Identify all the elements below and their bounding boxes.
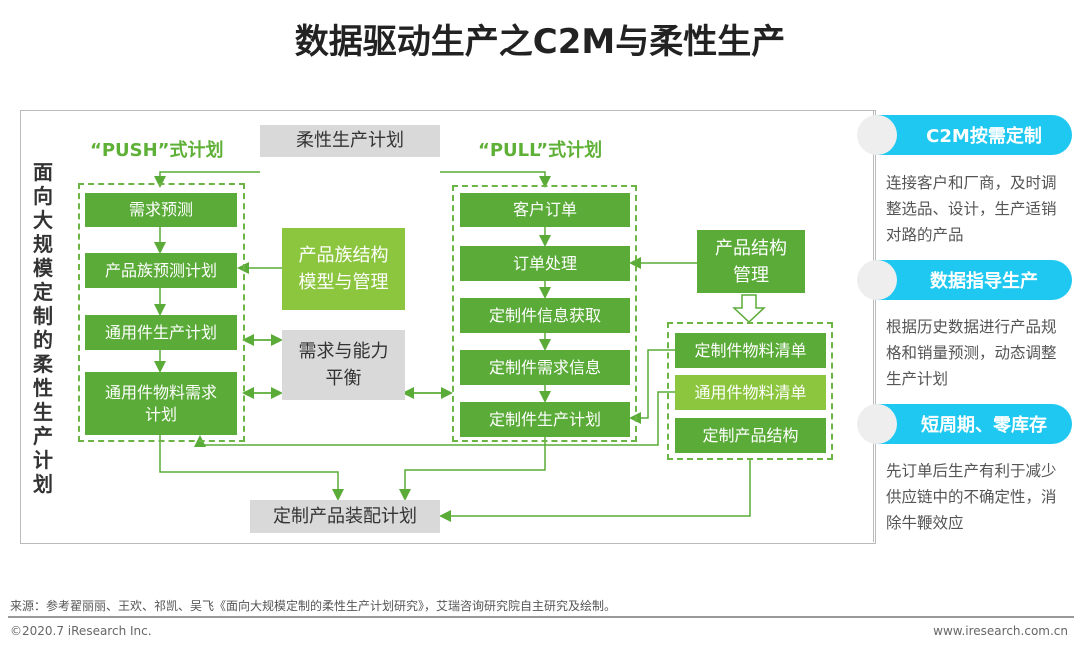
circle-icon — [857, 260, 897, 300]
assembly-plan-box: 定制产品装配计划 — [250, 500, 440, 533]
push-step: 通用件生产计划 — [85, 315, 237, 350]
footer-divider — [8, 616, 1074, 618]
pull-step: 客户订单 — [460, 193, 630, 227]
pull-label: “PULL”式计划 — [478, 140, 603, 161]
side-heading: C2M按需定制 — [876, 115, 1072, 155]
bom-item: 定制产品结构 — [675, 418, 826, 453]
pull-step: 定制件生产计划 — [460, 402, 630, 437]
side-text: 先订单后生产有利于减少供应链中的不确定性，消除牛鞭效应 — [886, 462, 1057, 532]
side-heading: 数据指导生产 — [876, 260, 1072, 300]
website-link[interactable]: www.iresearch.com.cn — [933, 624, 1068, 638]
pull-group — [452, 185, 637, 442]
vertical-label: 面向大规模定制的柔性生产计划 — [33, 160, 53, 496]
side-heading: 短周期、零库存 — [876, 404, 1072, 444]
side-text: 连接客户和厂商，及时调整选品、设计，生产适销对路的产品 — [886, 174, 1057, 244]
push-label: “PUSH”式计划 — [90, 140, 224, 161]
side-text: 根据历史数据进行产品规格和销量预测，动态调整生产计划 — [886, 318, 1057, 388]
balance-box: 需求与能力平衡 — [282, 330, 405, 400]
source-note: 来源：参考翟丽丽、王欢、祁凯、吴飞《面向大规模定制的柔性生产计划研究》，艾瑞咨询… — [10, 599, 617, 613]
copyright: ©2020.7 iResearch Inc. — [10, 624, 152, 638]
push-step: 通用件物料需求计划 — [85, 372, 237, 435]
side-divider — [873, 110, 874, 542]
diagram-frame — [20, 110, 876, 544]
bom-item: 通用件物料清单 — [675, 375, 826, 410]
circle-icon — [857, 404, 897, 444]
pull-step: 定制件信息获取 — [460, 298, 630, 333]
family-model-box: 产品族结构模型与管理 — [282, 228, 405, 310]
flexible-plan-box: 柔性生产计划 — [260, 125, 440, 157]
bom-group — [667, 322, 833, 460]
pull-step: 定制件需求信息 — [460, 350, 630, 385]
page-title: 数据驱动生产之C2M与柔性生产 — [294, 22, 786, 62]
circle-icon — [857, 115, 897, 155]
product-structure-box: 产品结构管理 — [697, 230, 805, 293]
pull-step: 订单处理 — [460, 246, 630, 281]
push-step: 产品族预测计划 — [85, 253, 237, 288]
hollow-down-arrow-icon — [732, 294, 766, 324]
push-step: 需求预测 — [85, 193, 237, 227]
push-group — [78, 183, 245, 442]
bom-item: 定制件物料清单 — [675, 333, 826, 368]
